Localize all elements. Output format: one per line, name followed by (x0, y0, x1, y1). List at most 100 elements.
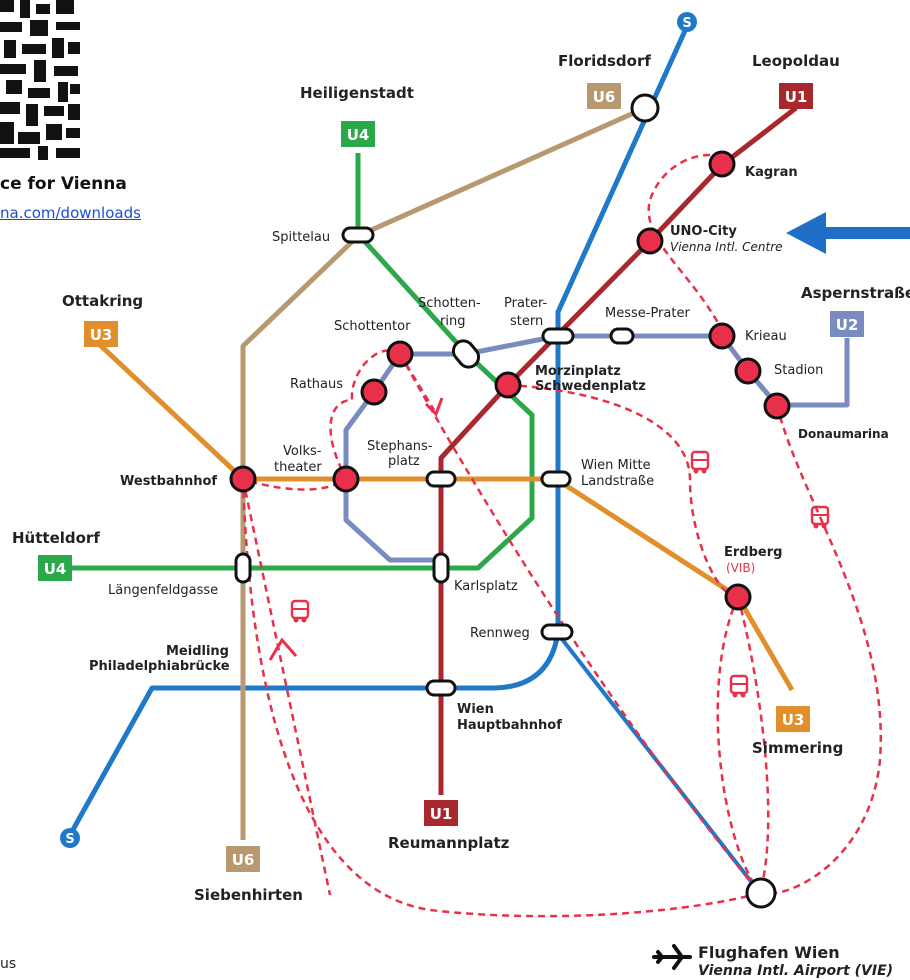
label-erdberg-sub: (VIB) (726, 561, 755, 575)
capsule-hauptbahnhof (425, 679, 457, 697)
dot-volkstheater (332, 465, 360, 493)
capsule-laengenfeldgasse (234, 552, 252, 584)
capsule-wien-mitte (540, 470, 572, 488)
tag-u6-siebenhirten: U6 (226, 846, 260, 872)
label-spittelau: Spittelau (272, 230, 330, 245)
capsule-messe-prater (609, 327, 635, 345)
dot-kagran (708, 150, 736, 178)
svg-text:U3: U3 (782, 711, 805, 729)
label-praterstern-2: stern (510, 314, 543, 329)
qr-code (0, 0, 82, 160)
label-volkstheater-2: theater (274, 460, 322, 475)
label-morzinplatz-2: Schwedenplatz (535, 379, 646, 394)
dot-donaumarina (763, 392, 791, 420)
dot-schottentor (386, 340, 414, 368)
label-airport-2: Vienna Intl. Airport (VIE) (698, 963, 893, 979)
bus-icon (690, 450, 710, 474)
label-leopoldau: Leopoldau (752, 52, 840, 70)
dot-erdberg (724, 583, 752, 611)
dashed-routes (241, 153, 883, 918)
capsule-spittelau (341, 226, 375, 244)
tag-u4-huetteldorf: U4 (38, 555, 72, 581)
downloads-link[interactable]: na.com/downloads (0, 204, 141, 222)
route-arrow-up (268, 637, 298, 661)
footer-fragment: us (0, 956, 17, 972)
label-huetteldorf: Hütteldorf (12, 529, 100, 547)
bus-icon (810, 505, 830, 529)
route-arrow-down (424, 397, 444, 417)
header-title: ce for Vienna (0, 174, 127, 194)
tag-u1-leopoldau: U1 (779, 83, 813, 109)
svg-text:S: S (65, 832, 74, 847)
label-messe-prater: Messe-Prater (605, 306, 690, 321)
label-schottentor: Schottentor (334, 319, 411, 334)
label-simmering: Simmering (752, 739, 843, 757)
svg-text:U1: U1 (785, 88, 808, 106)
s-bahn-line (67, 21, 691, 838)
label-meidling-2: Philadelphiabrücke (89, 659, 230, 674)
label-morzinplatz-1: Morzinplatz (535, 364, 621, 379)
svg-text:U4: U4 (44, 560, 67, 578)
label-reumannplatz: Reumannplatz (388, 834, 510, 852)
label-kagran: Kagran (745, 165, 798, 180)
airplane-icon (652, 944, 692, 970)
label-karlsplatz: Karlsplatz (454, 579, 518, 594)
dot-stadion (734, 357, 762, 385)
capsule-stephansplatz (425, 470, 457, 488)
s-bahn-logo-top: S (677, 12, 697, 32)
label-stephansplatz-2: platz (388, 454, 420, 469)
label-airport-1: Flughafen Wien (698, 943, 840, 962)
label-wien-mitte-2: Landstraße (581, 474, 654, 489)
label-hauptbahnhof-2: Hauptbahnhof (457, 718, 562, 733)
s-bahn-logo-bottom: S (60, 828, 80, 848)
capsule-karlsplatz (432, 552, 450, 584)
label-volkstheater-1: Volks- (283, 444, 322, 459)
label-ottakring: Ottakring (62, 292, 143, 310)
label-rennweg: Rennweg (470, 626, 530, 641)
tag-u2-aspernstrasse: U2 (830, 311, 864, 337)
label-praterstern-1: Prater- (504, 296, 548, 311)
capsule-rennweg (540, 623, 574, 641)
label-heiligenstadt: Heiligenstadt (300, 84, 414, 102)
bus-icon (290, 599, 310, 623)
dot-krieau (708, 322, 736, 350)
label-aspernstrasse: Aspernstraße (801, 284, 910, 302)
capsule-schottenring (451, 339, 481, 369)
dot-westbahnhof (229, 465, 257, 493)
label-erdberg: Erdberg (724, 545, 782, 560)
label-stephansplatz-1: Stephans- (367, 439, 433, 454)
label-schottenring-2: ring (440, 314, 465, 329)
svg-text:U2: U2 (836, 316, 859, 334)
svg-text:U6: U6 (232, 851, 255, 869)
u6-line (240, 105, 647, 840)
svg-text:U1: U1 (430, 805, 453, 823)
label-donaumarina: Donaumarina (798, 427, 889, 441)
svg-text:U3: U3 (90, 326, 113, 344)
svg-text:S: S (682, 16, 691, 31)
label-floridsdorf: Floridsdorf (558, 52, 651, 70)
tag-u6-floridsdorf: U6 (587, 83, 621, 109)
u1-line (438, 106, 798, 795)
svg-text:U6: U6 (593, 88, 616, 106)
interchange-markers (234, 226, 635, 697)
label-krieau: Krieau (745, 329, 787, 344)
svg-text:U4: U4 (347, 126, 370, 144)
dot-rathaus (360, 378, 388, 406)
u3-line (98, 343, 795, 692)
highlighted-stations (229, 150, 791, 611)
label-rathaus: Rathaus (290, 377, 343, 392)
label-wien-mitte-1: Wien Mitte (581, 458, 651, 473)
bus-icon (729, 674, 749, 698)
tag-u3-ottakring: U3 (84, 321, 118, 347)
label-laengenfeldgasse: Längenfeldgasse (108, 583, 218, 598)
label-schottenring-1: Schotten- (418, 296, 481, 311)
label-stadion: Stadion (774, 363, 823, 378)
label-uno-city: UNO-City (670, 224, 737, 239)
label-uno-city-sub: Vienna Intl. Centre (670, 240, 783, 254)
tag-u1-reumannplatz: U1 (424, 800, 458, 826)
tag-u4-heiligenstadt: U4 (341, 121, 375, 147)
node-floridsdorf (630, 93, 660, 123)
label-hauptbahnhof-1: Wien (457, 702, 494, 717)
dot-uno-city (636, 227, 664, 255)
